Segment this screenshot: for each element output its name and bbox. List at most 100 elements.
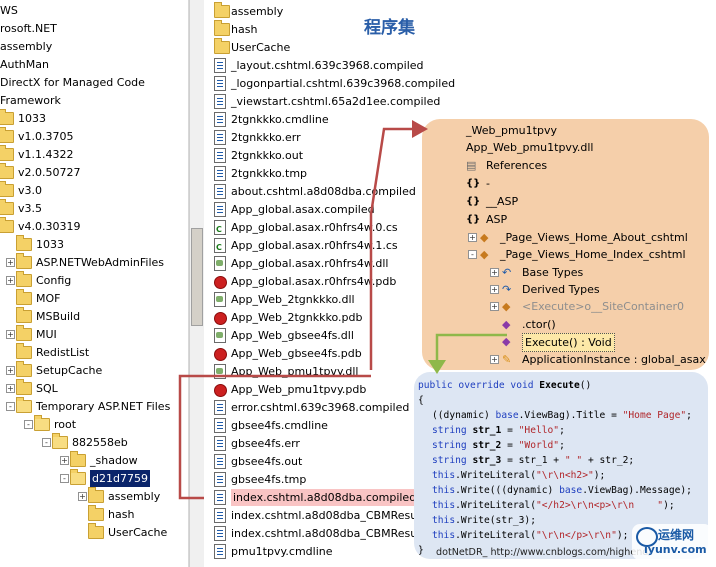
code-line: } xyxy=(418,545,424,556)
expand-icon[interactable]: + xyxy=(6,384,15,393)
collapse-icon[interactable]: - xyxy=(24,420,33,429)
tree-item-label: MSBuild xyxy=(36,310,81,323)
file-item-label: assembly xyxy=(231,5,284,18)
folder-icon xyxy=(16,361,32,377)
code-token: .WriteLiteral( xyxy=(455,530,536,541)
pdb-file-icon xyxy=(214,384,227,397)
expand-icon[interactable]: + xyxy=(490,285,499,294)
namespace-icon: {} xyxy=(466,178,481,189)
tree-item-label: 882558eb xyxy=(72,436,128,449)
file-item-label: hash xyxy=(231,23,258,36)
code-token: () xyxy=(579,380,592,391)
folder-icon xyxy=(16,235,32,251)
folder-icon xyxy=(16,343,32,359)
folder-icon xyxy=(16,307,32,323)
tree-item-label: v1.1.4322 xyxy=(18,148,74,161)
reflector-item-label: Derived Types xyxy=(522,283,600,296)
reflector-item-label: _Page_Views_Home_Index_cshtml xyxy=(500,248,686,261)
file-item-label: gbsee4fs.out xyxy=(231,455,303,468)
expand-icon[interactable]: + xyxy=(6,258,15,267)
tree-item-label: Temporary ASP.NET Files xyxy=(36,400,171,413)
reflector-item-label: ApplicationInstance : global_asax xyxy=(522,353,706,366)
expand-icon[interactable]: + xyxy=(6,330,15,339)
code-token: string xyxy=(432,455,473,466)
file-icon xyxy=(214,202,226,217)
expand-icon[interactable]: + xyxy=(78,492,87,501)
class-icon: ◆ xyxy=(480,231,489,244)
watermark: 运维网 iyunv.com xyxy=(632,524,712,560)
file-icon xyxy=(214,112,226,127)
tree-item-label: assembly xyxy=(108,490,161,503)
collapse-icon[interactable]: - xyxy=(6,402,15,411)
reflector-item-label: Base Types xyxy=(522,266,584,279)
expand-icon[interactable]: + xyxy=(60,456,69,465)
tree-item-label: v4.0.30319 xyxy=(18,220,81,233)
tree-item-label: root xyxy=(54,418,77,431)
file-icon xyxy=(214,490,226,505)
file-item-label: App_global.asax.r0hfrs4w.0.cs xyxy=(231,221,398,234)
tree-item-label: RedistList xyxy=(36,346,90,359)
reflector-item-label: .ctor() xyxy=(522,318,556,331)
code-token: = xyxy=(501,440,519,451)
file-item-label: error.cshtml.639c3968.compiled xyxy=(231,401,410,414)
file-item-label: App_Web_pmu1tpvy.pdb xyxy=(231,383,367,396)
file-icon xyxy=(214,454,226,469)
tree-item-label: MUI xyxy=(36,328,57,341)
reflector-item-label: __ASP xyxy=(486,195,519,208)
folder-icon xyxy=(214,2,230,18)
tree-item-label: Config xyxy=(36,274,72,287)
code-token: base xyxy=(495,410,519,421)
code-token: "\r\n<h2>" xyxy=(535,470,594,481)
code-token: public override void xyxy=(418,380,540,391)
reflector-item-label: <Execute>o__SiteContainer0 xyxy=(522,300,685,313)
code-token: .ViewBag).Title = xyxy=(518,410,623,421)
method-icon: ◆ xyxy=(502,318,511,331)
tree-item-label: SQL xyxy=(36,382,58,395)
code-token: " " xyxy=(564,455,583,466)
file-item-label: 2tgnkkko.out xyxy=(231,149,304,162)
watermark-logo-icon xyxy=(636,527,658,547)
reflector-item-label: Execute() : Void xyxy=(522,333,615,352)
file-icon xyxy=(214,58,226,73)
scrollbar-thumb[interactable] xyxy=(191,228,203,326)
expand-icon[interactable]: + xyxy=(490,355,499,364)
code-line: string str_2 = "World"; xyxy=(432,438,565,453)
code-token: ); xyxy=(593,470,606,481)
expand-icon[interactable]: + xyxy=(490,302,499,311)
code-token: ); xyxy=(663,500,675,511)
reflector-tree-panel xyxy=(422,119,709,370)
folder-icon xyxy=(70,451,86,467)
expand-icon[interactable]: + xyxy=(6,276,15,285)
tree-item-label: WS xyxy=(0,4,18,17)
file-icon xyxy=(214,94,226,109)
left-pane-scrollbar[interactable] xyxy=(189,0,204,567)
folder-icon xyxy=(16,271,32,287)
expand-icon[interactable]: + xyxy=(468,233,477,242)
namespace-icon: {} xyxy=(466,214,481,225)
code-token: str_3 xyxy=(472,455,502,466)
namespace-icon: {} xyxy=(466,196,481,207)
file-item-label: 2tgnkkko.err xyxy=(231,131,301,144)
tree-item-label: Framework xyxy=(0,94,61,107)
code-token: + str_2; xyxy=(582,455,635,466)
collapse-icon[interactable]: - xyxy=(42,438,51,447)
tree-item-label: hash xyxy=(108,508,135,521)
file-item-label: App_Web_pmu1tpvy.dll xyxy=(231,365,359,378)
file-item-label: App_Web_2tgnkkko.pdb xyxy=(231,311,363,324)
code-token: str_2 xyxy=(472,440,502,451)
collapse-icon[interactable]: - xyxy=(60,474,69,483)
code-line: this.Write(str_3); xyxy=(432,513,536,528)
code-token: ; xyxy=(559,425,565,436)
file-item-label: _layout.cshtml.639c3968.compiled xyxy=(231,59,424,72)
reflector-item-label: References xyxy=(486,159,548,172)
tree-item-label: v2.0.50727 xyxy=(18,166,81,179)
collapse-icon[interactable]: - xyxy=(468,250,477,259)
file-item-label: 2tgnkkko.cmdline xyxy=(231,113,329,126)
expand-icon[interactable]: + xyxy=(6,366,15,375)
code-token: string xyxy=(432,440,473,451)
expand-icon[interactable]: + xyxy=(490,268,499,277)
tree-item-label: 1033 xyxy=(36,238,64,251)
code-line: this.WriteLiteral("</h2>\r\n<p>\r\n "); xyxy=(432,498,675,513)
tree-item-label: SetupCache xyxy=(36,364,103,377)
file-item-label: App_Web_2tgnkkko.dll xyxy=(231,293,355,306)
